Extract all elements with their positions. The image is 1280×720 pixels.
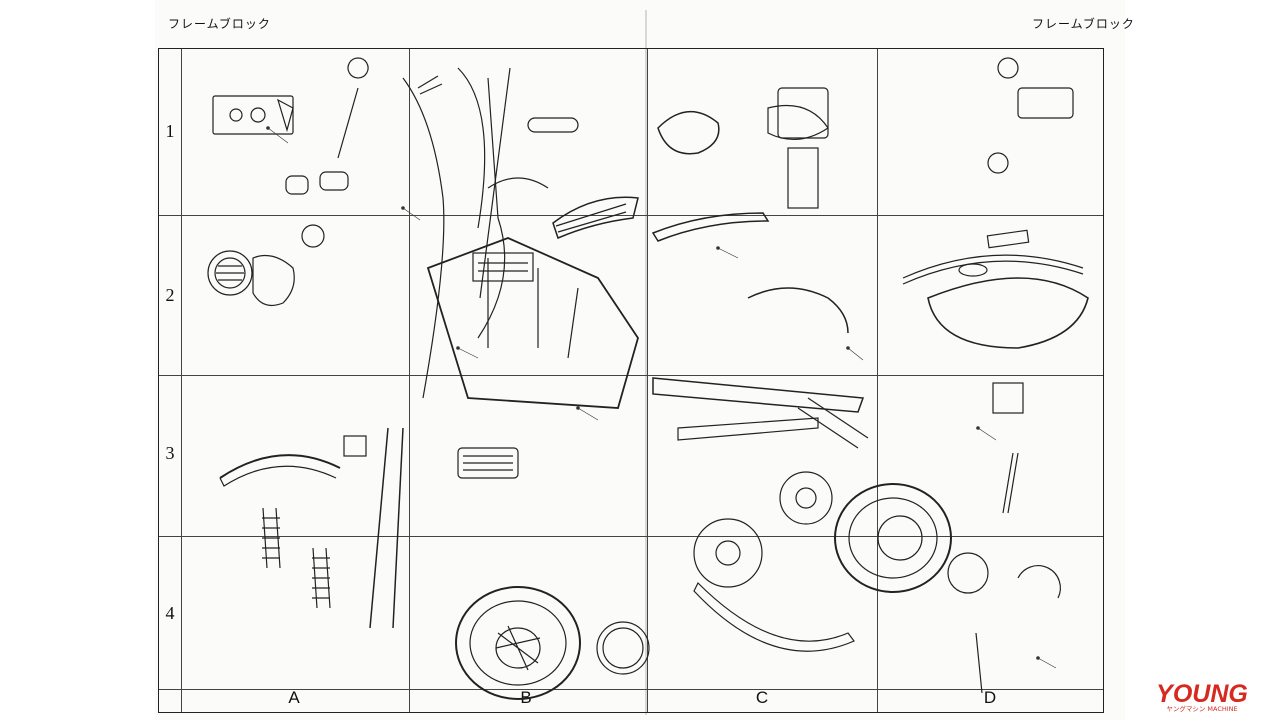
grid-row-divider <box>159 215 1103 216</box>
seat-and-tank <box>552 110 720 240</box>
grid-col-divider <box>409 49 410 712</box>
page-title-left: フレームブロック <box>168 17 271 31</box>
young-machine-logo: YOUNG ヤングマシン MACHINE <box>1138 678 1266 713</box>
parts-grid: 1 2 3 4 A B C D <box>158 48 1104 713</box>
grid-row-divider <box>159 536 1103 537</box>
handlebar-and-cables <box>402 67 579 399</box>
brake-and-sprocket <box>947 382 1061 694</box>
main-frame <box>426 237 639 479</box>
exploded-parts-diagram <box>158 48 1104 713</box>
grid-col-divider <box>877 49 878 712</box>
svg-text:ヤングマシン MACHINE: ヤングマシン MACHINE <box>1166 704 1237 712</box>
rear-wheel <box>693 471 952 652</box>
row-label-3: 3 <box>165 443 175 463</box>
row-label-1: 1 <box>165 121 175 141</box>
handlebar-switches <box>212 57 369 195</box>
grid-row-divider <box>159 689 1103 690</box>
front-wheel <box>455 586 650 700</box>
page-title-right: フレームブロック <box>1032 17 1135 31</box>
column-label-a: A <box>288 688 300 707</box>
page-fold <box>645 10 647 715</box>
brand-watermark: YOUNG ヤングマシン MACHINE <box>1156 680 1248 713</box>
row-label-2: 2 <box>165 285 175 305</box>
exploded-view-drawing <box>207 57 1089 700</box>
grid-col-divider <box>647 49 648 712</box>
rear-rack <box>651 87 849 334</box>
headlight-assembly <box>207 224 325 306</box>
front-fender-and-fork <box>219 427 404 629</box>
swing-arm <box>652 377 869 449</box>
column-label-b: B <box>520 688 532 707</box>
svg-text:YOUNG: YOUNG <box>1156 680 1248 708</box>
row-label-4: 4 <box>165 603 175 623</box>
tail-lamp-and-tank <box>902 57 1089 349</box>
grid-label-divider <box>181 49 182 712</box>
grid-row-divider <box>159 375 1103 376</box>
column-label-d: D <box>983 688 997 707</box>
column-label-c: C <box>755 688 769 707</box>
